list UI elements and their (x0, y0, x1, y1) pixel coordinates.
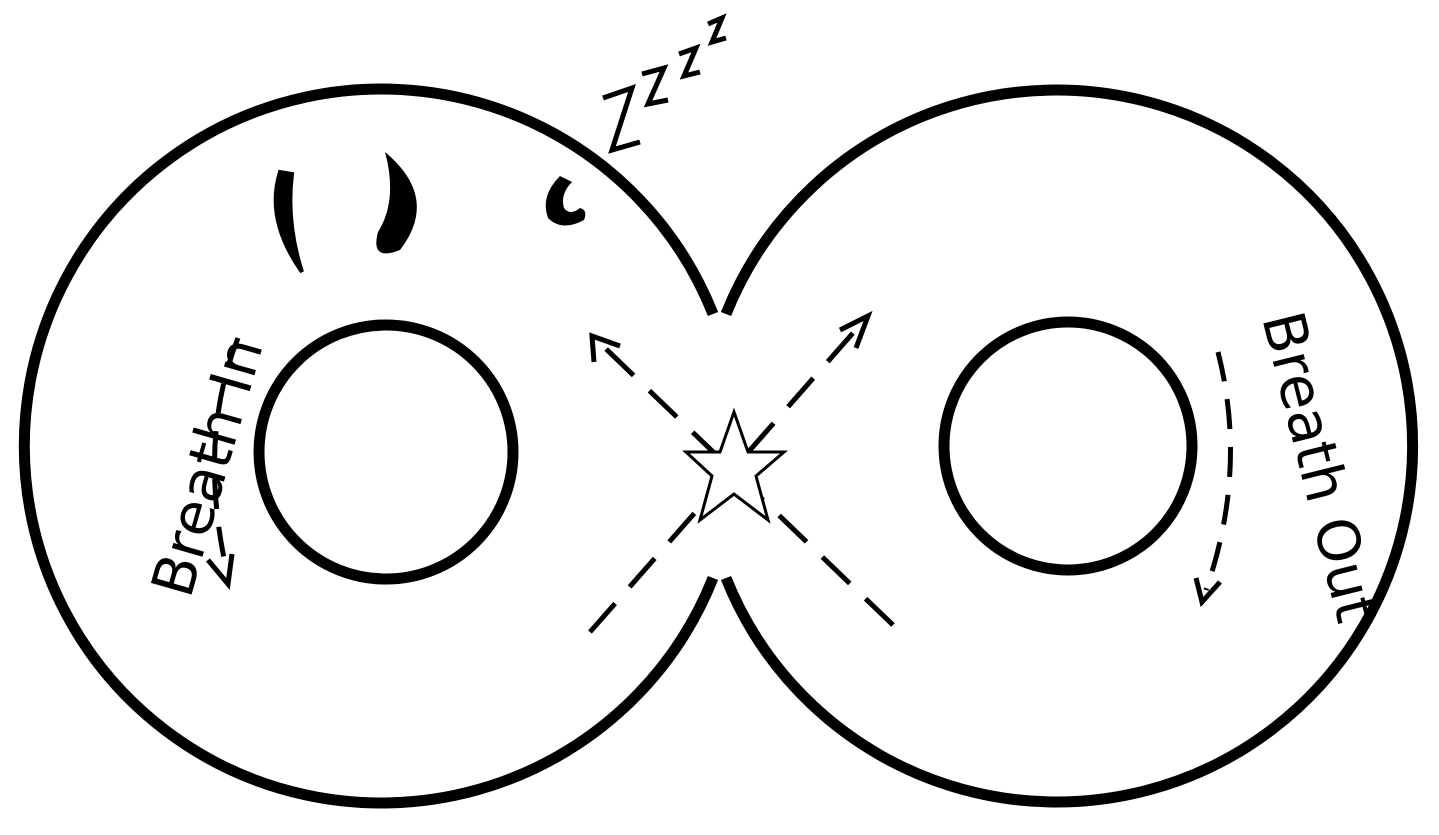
crossing-arrowheads (592, 316, 868, 362)
closed-eye-right (376, 152, 417, 253)
closed-eye-left (276, 172, 302, 272)
sleeping-face-icon (276, 152, 586, 272)
right-inner-circle (944, 322, 1192, 570)
right-flow-arrow (1196, 352, 1231, 602)
z-letter-4 (708, 18, 726, 42)
breath-out-label: Breath Out (1248, 305, 1391, 629)
left-inner-circle (259, 325, 513, 579)
z-letter-2 (642, 68, 668, 104)
sleep-zzz (603, 18, 726, 150)
z-letter-3 (679, 48, 700, 76)
right-dashed-curve (1206, 352, 1231, 590)
z-letter-1 (603, 88, 640, 150)
snoring-mouth (546, 176, 586, 226)
left-outer-loop (24, 89, 713, 803)
